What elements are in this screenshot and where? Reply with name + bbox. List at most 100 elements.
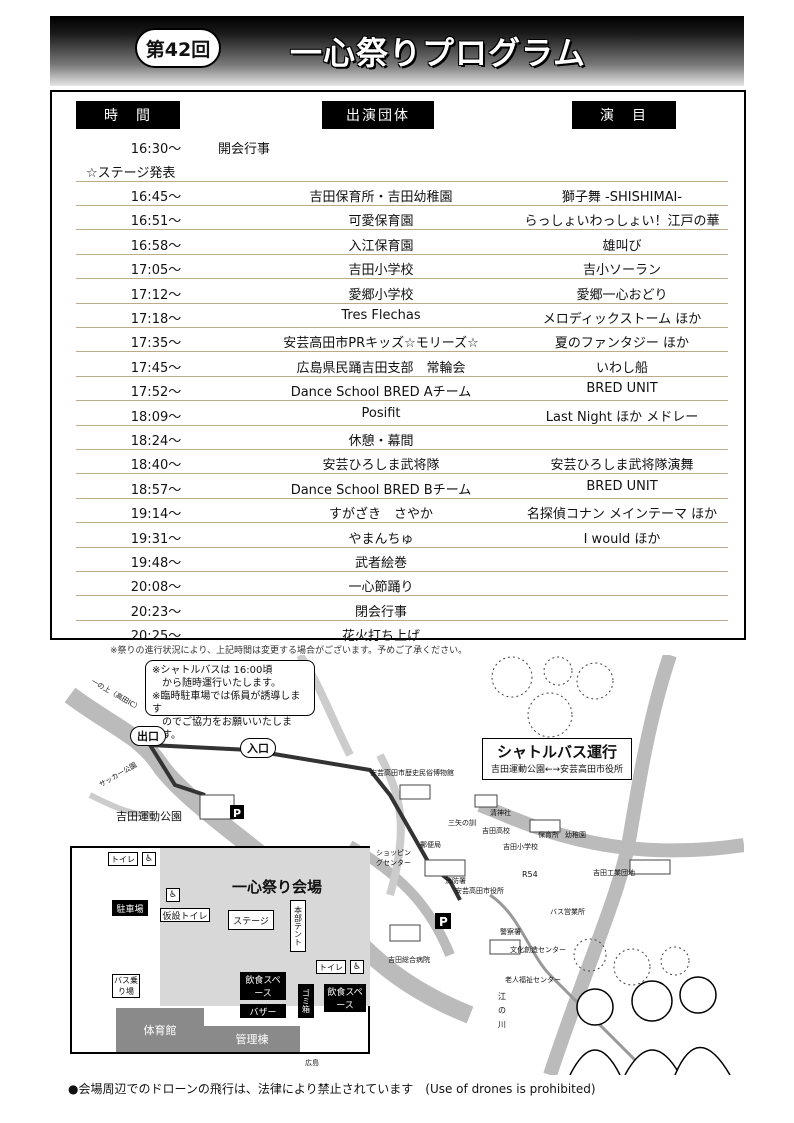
notice-line: のでご協力をお願いいたします。: [162, 717, 292, 741]
parking-mark-1: P: [233, 807, 242, 820]
toilet-icon: ♿: [350, 960, 364, 974]
map-label: 安芸高田市役所: [455, 887, 504, 895]
row-act: 吉小ソーラン: [582, 263, 661, 279]
row-group: 可愛保育園: [348, 214, 414, 230]
row-time: 17:18〜: [130, 312, 182, 327]
bazaar: バザー: [240, 1004, 286, 1018]
row-group: 入江保育園: [348, 238, 414, 254]
row-time: 17:52〜: [130, 385, 182, 401]
edition-badge: 第42回: [135, 28, 221, 68]
toilet-sign-1: トイレ: [108, 852, 138, 866]
table-row: 19:31〜 やまんちゅ I would ほか: [76, 524, 728, 548]
page-title: 一心祭りプログラム: [290, 34, 587, 72]
col-head-group: 出演団体: [322, 101, 434, 129]
section-label: ☆ステージ発表: [86, 166, 176, 181]
shuttle-title: シャトルバス運行: [496, 743, 617, 761]
map-label: 吉田工業団地: [593, 869, 635, 877]
map-label: ショッピングセンター: [376, 849, 411, 867]
row-act: 名探偵コナン メインテーマ ほか: [526, 507, 718, 523]
exit-label: 出口: [130, 726, 166, 746]
row-group: 一心節踊り: [348, 580, 414, 596]
table-row: 18:40〜安芸ひろしま武将隊安芸ひろしま武将隊演舞: [76, 450, 728, 475]
map-label: 安芸高田市歴史民俗博物館: [370, 769, 454, 777]
table-row: 20:08〜 一心節踊り: [76, 572, 728, 597]
map-label: 三矢の訓: [448, 819, 476, 827]
row-act: Last Night ほか メドレー: [545, 409, 699, 425]
opening-time: 16:30〜: [130, 142, 182, 157]
table-row: 17:52〜 Dance School BRED Aチーム BRED UNIT: [76, 377, 728, 402]
row-group: 武者絵巻: [354, 556, 407, 571]
row-time: 17:45〜: [130, 360, 182, 376]
row-group: 吉田保育所・吉田幼稚園: [309, 190, 453, 205]
table-row: 17:45〜広島県民踊吉田支部 常輪会いわし船: [76, 353, 728, 377]
row-act: 雄叫び: [602, 238, 642, 254]
map-label: 文化創造センター: [510, 946, 566, 954]
row-group: すがざき さやか: [328, 507, 433, 523]
toilet-sign-2: トイレ: [316, 960, 346, 974]
notice-line: から随時運行いたします。: [162, 678, 281, 689]
row-act: 夏のファンタジー ほか: [554, 336, 690, 352]
table-row: 17:12〜愛郷小学校愛郷一心おどり: [76, 280, 728, 304]
venue-inset: 一心祭り会場 トイレ ♿ 駐車場 ♿ 仮設トイレ ステージ 本部テント トイレ …: [70, 846, 370, 1054]
row-group: 休憩・幕間: [348, 434, 414, 449]
table-row: 16:45〜吉田保育所・吉田幼稚園獅子舞 -SHISHIMAI-: [76, 182, 728, 206]
venue-title: 一心祭り会場: [232, 878, 323, 896]
shuttle-notice: ※シャトルバスは 16:00頃 から随時運行いたします。 ※臨時駐車場では係員が…: [145, 660, 315, 741]
map-label: バス営業所: [550, 908, 585, 916]
table-row: 16:58〜 入江保育園 雄叫び: [76, 231, 728, 255]
row-time: 17:12〜: [130, 287, 182, 303]
opening-row: 16:30〜 開会行事: [76, 134, 728, 158]
shuttle-route: 吉田運動公園←→安芸高田市役所: [490, 765, 624, 775]
drone-notice: ●会場周辺でのドローンの飛行は、法律により禁止されています (Use of dr…: [68, 1082, 596, 1096]
table-row: 20:25〜花火打ち上げ: [76, 621, 728, 645]
stage: ステージ: [228, 910, 274, 930]
map-label: 老人福祉センター: [505, 976, 561, 984]
table-row: 17:35〜 安芸高田市PRキッズ☆モリーズ☆ 夏のファンタジー ほか: [76, 328, 728, 353]
row-time: 17:35〜: [130, 336, 182, 352]
row-time: 19:31〜: [130, 531, 182, 547]
row-time: 16:58〜: [130, 238, 182, 254]
row-group: 安芸高田市PRキッズ☆モリーズ☆: [283, 336, 479, 352]
map-label: 幼稚園: [565, 831, 586, 839]
opening-label: 開会行事: [218, 142, 271, 157]
map-label: 広島: [305, 1059, 319, 1067]
bus-stop: バス乗り場: [112, 974, 140, 998]
row-time: 19:14〜: [130, 507, 182, 523]
row-act: BRED UNIT: [586, 381, 658, 397]
map-label: 消防署: [445, 877, 466, 885]
row-group: 閉会行事: [354, 604, 407, 620]
parking-lot: 駐車場: [112, 900, 148, 916]
row-time: 20:23〜: [130, 604, 182, 620]
row-time: 18:40〜: [130, 458, 182, 474]
map-label: 清神社: [490, 809, 511, 817]
row-act: メロディックストーム ほか: [542, 312, 702, 327]
notice-line: ※臨時駐車場では係員が誘導します: [152, 691, 301, 715]
program-table: 時 間 出演団体 演 目 16:30〜 開会行事 ☆ステージ発表 16:45〜吉…: [50, 90, 746, 644]
hq-tent: 本部テント: [290, 900, 306, 952]
garbage-bin: ゴミ箱: [298, 984, 314, 1018]
map-label: R54: [522, 870, 538, 879]
food-space-1: 飲食スペース: [240, 972, 286, 1000]
map-label: 警察署: [500, 928, 521, 936]
row-group: やまんちゅ: [348, 531, 414, 547]
temp-toilet-icon: ♿: [166, 888, 180, 902]
row-group: 愛郷小学校: [348, 287, 414, 303]
map-label: 吉田小学校: [503, 843, 538, 851]
toilet-icon: ♿: [142, 852, 156, 866]
admin-building: 管理棟: [204, 1026, 300, 1052]
row-act: 安芸ひろしま武将隊演舞: [550, 458, 694, 474]
row-time: 20:08〜: [130, 580, 182, 596]
notice-line: ※シャトルバスは 16:00頃: [152, 665, 273, 676]
map-label: 吉田総合病院: [388, 956, 430, 964]
row-group: Posifit: [361, 405, 401, 421]
map-label: 郵便局: [420, 841, 441, 849]
row-group: Dance School BRED Bチーム: [290, 482, 472, 498]
row-group: Dance School BRED Aチーム: [290, 385, 472, 401]
map-label: 吉田高校: [482, 827, 510, 835]
col-head-time: 時 間: [76, 101, 180, 129]
row-act: I would ほか: [583, 531, 661, 547]
row-time: 16:45〜: [130, 190, 182, 205]
park-label: 吉田運動公園: [116, 810, 182, 823]
